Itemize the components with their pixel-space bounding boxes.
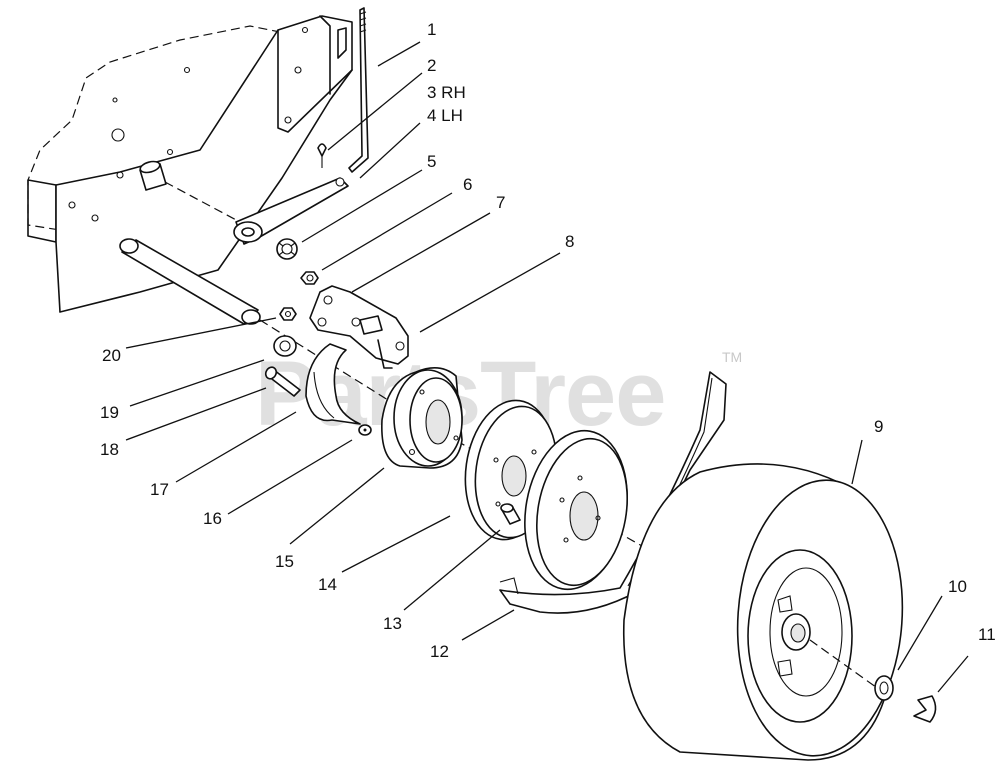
- callout-6: 6: [463, 175, 472, 194]
- brake-drum: [381, 367, 463, 469]
- watermark-trademark: TM: [722, 349, 742, 365]
- callout-16: 16: [203, 509, 222, 528]
- e-ring-clip: [913, 695, 937, 723]
- callout-10: 10: [948, 577, 967, 596]
- callout-12: 12: [430, 642, 449, 661]
- spacer-tube: [139, 160, 167, 191]
- callout-14: 14: [318, 575, 337, 594]
- callout-5: 5: [427, 152, 436, 171]
- hex-nut: [300, 271, 319, 285]
- callout-labels: 1 2 3 RH 4 LH 5 6 7 8 9 10 11 12 13 14 1…: [100, 20, 996, 661]
- callout-18: 18: [100, 440, 119, 459]
- callout-20: 20: [102, 346, 121, 365]
- callout-1: 1: [427, 20, 436, 39]
- spacer-13: [500, 503, 521, 525]
- callout-8: 8: [565, 232, 574, 251]
- nut-20: [279, 307, 297, 321]
- callout-15: 15: [275, 552, 294, 571]
- callout-19: 19: [100, 403, 119, 422]
- small-nut: [358, 424, 372, 436]
- tire-wheel: [622, 463, 904, 761]
- callout-2: 2: [427, 56, 436, 75]
- thrust-washer: [874, 675, 894, 701]
- pulley-half: [524, 429, 628, 591]
- brake-lever: [233, 177, 349, 245]
- leader-lines: [125, 41, 969, 693]
- callout-9: 9: [874, 417, 883, 436]
- lock-washer: [276, 238, 298, 260]
- cotter-pin: [317, 143, 327, 168]
- callout-13: 13: [383, 614, 402, 633]
- frame-assembly: [27, 15, 353, 313]
- callout-3-rh: 3 RH: [427, 83, 466, 102]
- callout-4-lh: 4 LH: [427, 106, 463, 125]
- brake-band: [305, 343, 361, 425]
- flat-washer-19: [273, 335, 297, 357]
- callout-7: 7: [496, 193, 505, 212]
- callout-11: 11: [978, 625, 996, 644]
- control-rod: [348, 7, 369, 173]
- carriage-bolt: [264, 366, 301, 397]
- brake-bracket: [309, 285, 409, 369]
- callout-17: 17: [150, 480, 169, 499]
